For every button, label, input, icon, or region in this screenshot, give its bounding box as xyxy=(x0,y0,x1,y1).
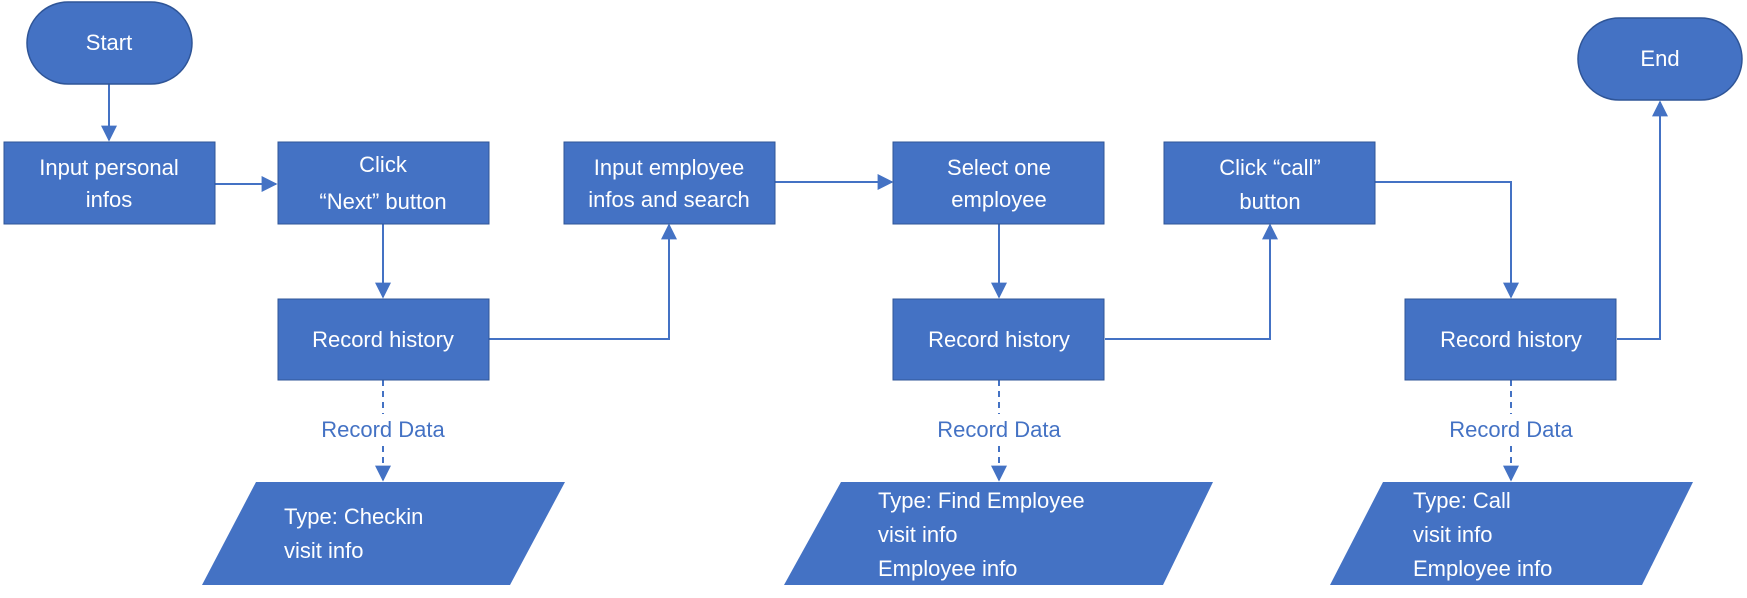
data-call: Type: Call visit info Employee info xyxy=(1330,482,1693,585)
arrow-record2-to-step5 xyxy=(1105,223,1278,340)
data-label-3: Record Data xyxy=(1449,417,1573,442)
data-checkin: Type: Checkin visit info xyxy=(202,482,565,585)
start-label: Start xyxy=(86,30,132,55)
end-terminal: End xyxy=(1577,17,1743,101)
data1-line1: Type: Checkin xyxy=(284,504,423,529)
step3-line2: infos and search xyxy=(588,187,749,212)
data3-line3: Employee info xyxy=(1413,556,1552,581)
record1-label: Record history xyxy=(312,327,454,352)
process-record-history-3: Record history xyxy=(1404,298,1617,381)
step5-line1: Click “call” xyxy=(1219,155,1320,180)
step2-line2: “Next” button xyxy=(319,189,446,214)
data1-line2: visit info xyxy=(284,538,363,563)
step1-line1: Input personal xyxy=(39,155,178,180)
arrow-record3-to-end xyxy=(1617,100,1668,340)
step4-line2: employee xyxy=(951,187,1046,212)
start-terminal: Start xyxy=(26,1,193,85)
record3-label: Record history xyxy=(1440,327,1582,352)
arrow-record1-to-step3 xyxy=(489,223,677,340)
data3-line2: visit info xyxy=(1413,522,1492,547)
record2-label: Record history xyxy=(928,327,1070,352)
process-input-employee: Input employee infos and search xyxy=(563,141,776,225)
process-click-call: Click “call” button xyxy=(1163,141,1376,225)
step3-line1: Input employee xyxy=(594,155,744,180)
process-click-next: Click “Next” button xyxy=(277,141,490,225)
data-label-2: Record Data xyxy=(937,417,1061,442)
record-data-label-2: Record Data xyxy=(928,414,1070,444)
record-data-label-3: Record Data xyxy=(1440,414,1582,444)
data2-line2: visit info xyxy=(878,522,957,547)
process-record-history-2: Record history xyxy=(892,298,1105,381)
step1-line2: infos xyxy=(86,187,132,212)
step5-line2: button xyxy=(1239,189,1300,214)
data2-line1: Type: Find Employee xyxy=(878,488,1085,513)
record-data-label-1: Record Data xyxy=(312,414,454,444)
data3-line1: Type: Call xyxy=(1413,488,1511,513)
process-select-employee: Select one employee xyxy=(892,141,1105,225)
data-label-1: Record Data xyxy=(321,417,445,442)
step4-line1: Select one xyxy=(947,155,1051,180)
step2-line1: Click xyxy=(359,152,408,177)
end-label: End xyxy=(1640,46,1679,71)
process-input-personal: Input personal infos xyxy=(3,141,216,225)
data-find-employee: Type: Find Employee visit info Employee … xyxy=(784,482,1213,585)
data2-line3: Employee info xyxy=(878,556,1017,581)
arrow-step5-to-record3 xyxy=(1375,181,1519,299)
process-record-history-1: Record history xyxy=(277,298,490,381)
